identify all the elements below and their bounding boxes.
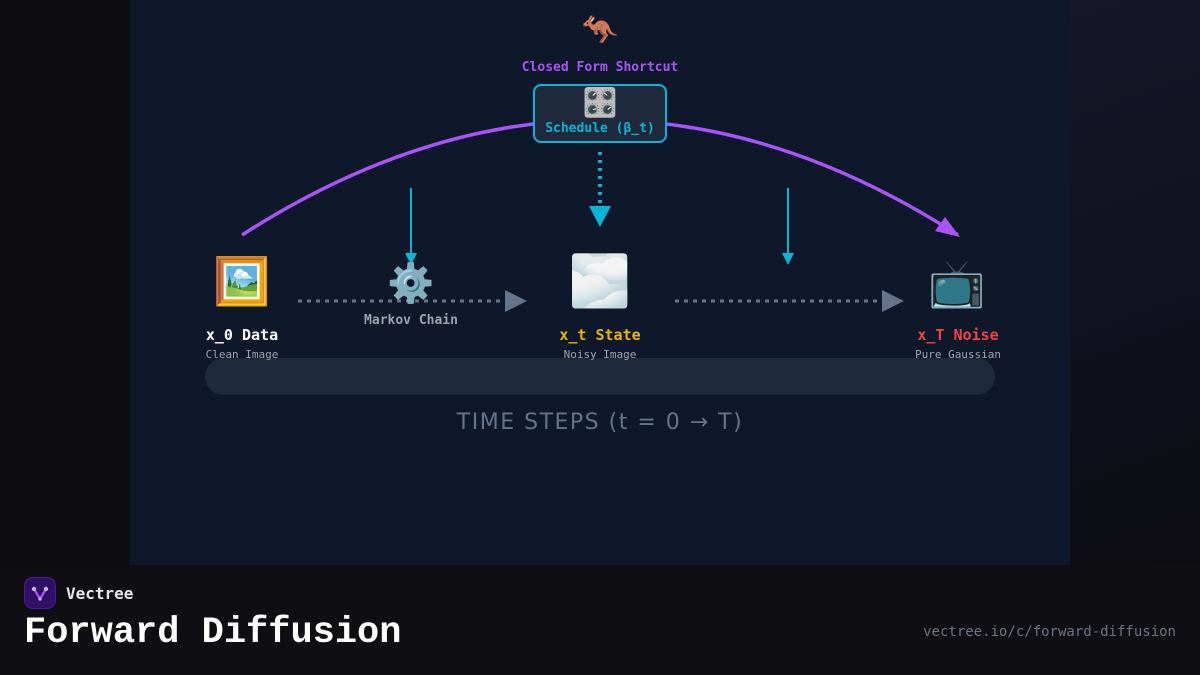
markov-chain-label: Markov Chain (364, 313, 458, 328)
node-xt-subtitle: Noisy Image (563, 348, 637, 361)
node-xT-title: x_T Noise (917, 326, 999, 344)
schedule-arrowhead-center (589, 206, 611, 227)
process-arrowhead-2 (882, 290, 904, 312)
node-xt-title: x_t State (559, 326, 641, 344)
process-arrowhead-1 (505, 290, 527, 312)
schedule-box: 🎛️ Schedule (β_t) (533, 84, 667, 143)
footer-bar (0, 565, 1200, 675)
page-title: Forward Diffusion (24, 612, 402, 654)
vectree-logo-glyph (31, 586, 49, 602)
television-icon: 📺 (928, 256, 986, 310)
kangaroo-icon: 🦘 (581, 13, 619, 48)
background-right (1070, 0, 1200, 565)
schedule-arrowhead-left (405, 253, 417, 265)
fog-icon: 🌫️ (568, 252, 632, 310)
timeline-track (205, 358, 995, 395)
schedule-label: Schedule (β_t) (545, 121, 655, 136)
shortcut-label: Closed Form Shortcut (521, 60, 679, 75)
node-xT-subtitle: Pure Gaussian (914, 348, 1002, 361)
node-x0-subtitle: Clean Image (205, 348, 279, 361)
page-url[interactable]: vectree.io/c/forward-diffusion (923, 624, 1176, 640)
framed-picture-icon: 🖼️ (213, 254, 271, 308)
node-x0-title: x_0 Data (205, 326, 279, 344)
timesteps-label: TIME STEPS (t = 0 → T) (456, 410, 744, 435)
closed-form-arrowhead (935, 217, 960, 237)
brand-name: Vectree (66, 584, 134, 603)
vectree-logo-icon (24, 577, 56, 609)
gear-icon: ⚙️ (387, 261, 435, 305)
control-knobs-icon: 🎛️ (582, 86, 618, 119)
schedule-arrowhead-right (782, 253, 794, 265)
